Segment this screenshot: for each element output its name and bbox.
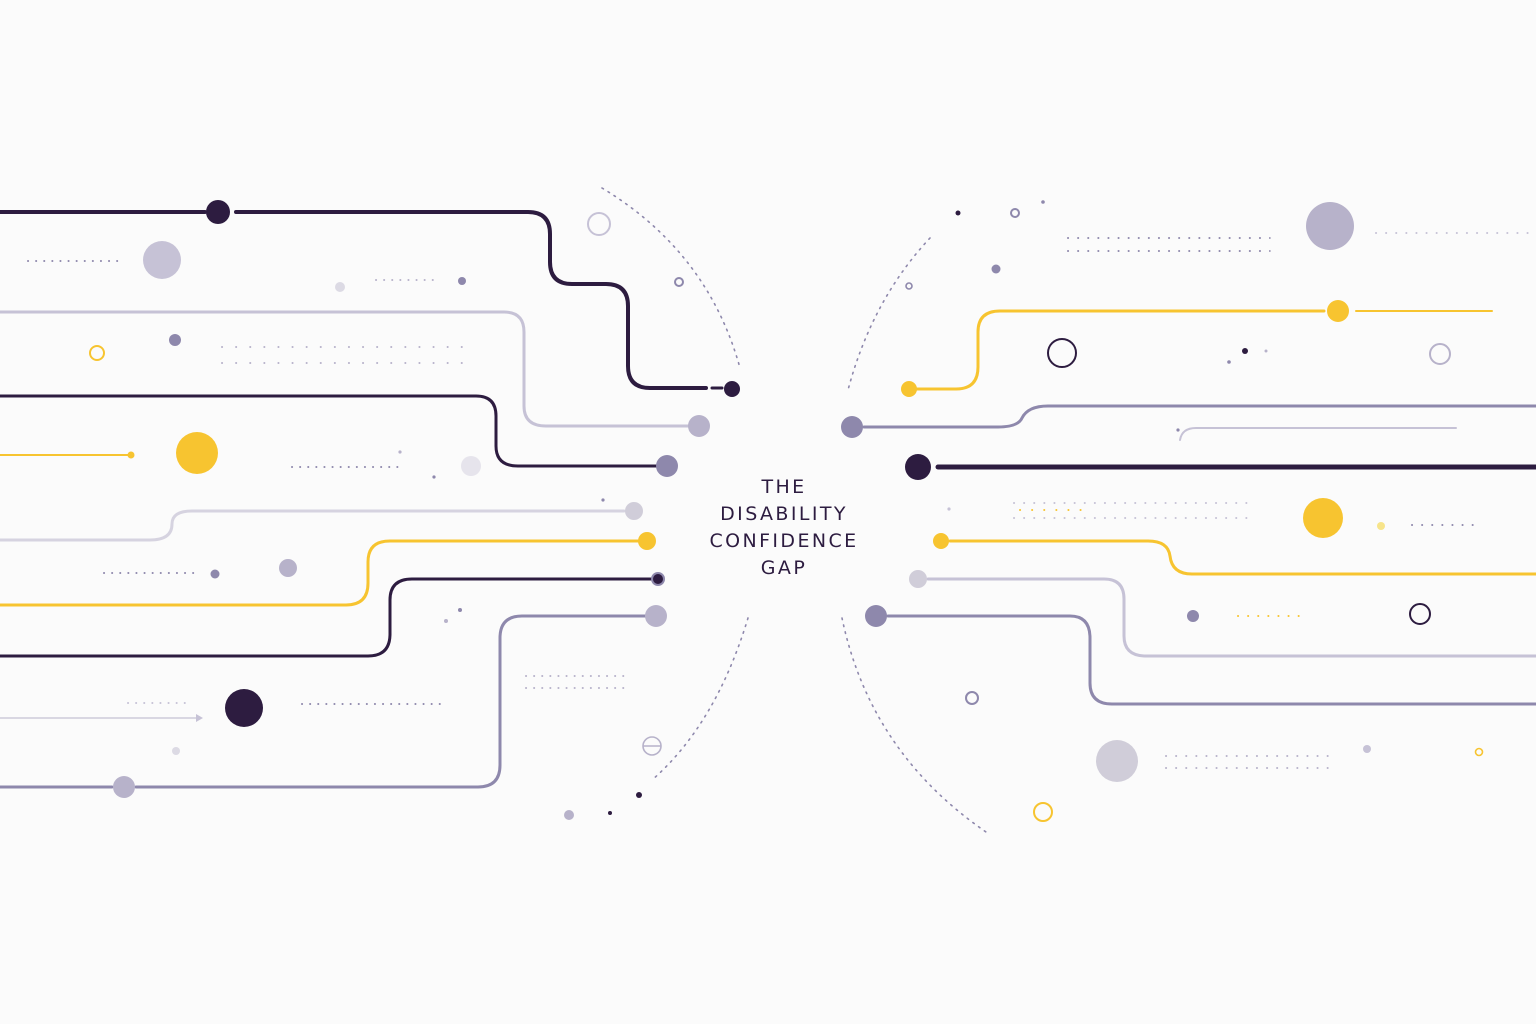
trace-yellow-r1 bbox=[914, 309, 1326, 391]
ring-small bbox=[674, 277, 684, 287]
right-nodes bbox=[841, 200, 1484, 822]
trace-lavender-1 bbox=[0, 310, 690, 428]
arc-top-left bbox=[601, 187, 741, 369]
dot-small-dark bbox=[636, 792, 642, 798]
dot-small-dark bbox=[955, 210, 961, 216]
dot-pale bbox=[335, 282, 345, 292]
node-yellow bbox=[638, 532, 656, 550]
dot-gray-large bbox=[1096, 740, 1138, 782]
node-dark-ring bbox=[651, 572, 665, 586]
dot-lavender-large bbox=[1306, 202, 1354, 250]
dot-lavender bbox=[210, 569, 220, 579]
arc-bottom-right bbox=[841, 617, 987, 833]
left-dot-rows bbox=[27, 260, 627, 705]
dot-tiny bbox=[432, 475, 436, 479]
node-dark bbox=[206, 200, 230, 224]
dot-pale bbox=[172, 747, 180, 755]
dot-dark-large bbox=[225, 689, 263, 727]
dot-small-dark bbox=[608, 811, 612, 815]
ring-lavender bbox=[965, 691, 979, 705]
trace-yellow-1 bbox=[0, 539, 640, 607]
dot-lavender bbox=[279, 559, 297, 577]
trace-lavender-2b bbox=[134, 614, 648, 789]
trace-purple-r2 bbox=[886, 614, 1536, 706]
ring-gray bbox=[587, 212, 611, 236]
arc-top-right bbox=[847, 237, 931, 391]
headline-line-3: CONFIDENCE bbox=[709, 530, 859, 552]
node-purple bbox=[865, 605, 887, 627]
node-purple bbox=[841, 416, 863, 438]
ring-small bbox=[905, 282, 913, 290]
dot-yellow-tip bbox=[127, 451, 135, 459]
dot-pale-large bbox=[461, 456, 481, 476]
trace-dark-1b bbox=[234, 210, 708, 390]
node-yellow bbox=[1327, 300, 1349, 322]
headline-line-1: THE bbox=[761, 476, 807, 498]
ring-lavender bbox=[1429, 343, 1451, 365]
ring-yellow-small bbox=[1474, 747, 1484, 757]
trace-dark-2 bbox=[0, 394, 658, 468]
node-lavender bbox=[688, 415, 710, 437]
dot-lavender-large bbox=[143, 241, 181, 279]
trace-pale-r-thin bbox=[1179, 427, 1457, 441]
dot-lavender bbox=[564, 810, 574, 820]
dot-small bbox=[458, 608, 462, 612]
dot-yellow-large bbox=[176, 432, 218, 474]
ring-yellow bbox=[89, 345, 105, 361]
trace-yellow-r2 bbox=[948, 539, 1536, 576]
dot-tiny bbox=[601, 498, 605, 502]
ring-small bbox=[1010, 208, 1020, 218]
node-lavender bbox=[113, 776, 135, 798]
headline-line-4: GAP bbox=[760, 557, 808, 579]
dot-tiny bbox=[1176, 428, 1180, 432]
dot-tiny bbox=[1041, 200, 1045, 204]
node-lavender bbox=[645, 605, 667, 627]
dot-yellow-large bbox=[1303, 498, 1343, 538]
trace-pale-1 bbox=[0, 509, 626, 542]
trace-pale-r2 bbox=[926, 577, 1536, 658]
dot-small bbox=[444, 619, 448, 623]
dot-tiny bbox=[398, 450, 402, 454]
trace-dark-3 bbox=[0, 577, 654, 658]
trace-purple-r1 bbox=[862, 404, 1536, 429]
node-pale bbox=[909, 570, 927, 588]
ring-dark bbox=[1047, 338, 1077, 368]
dot-lavender bbox=[169, 334, 181, 346]
dot-small-dark bbox=[1242, 348, 1248, 354]
left-traces bbox=[0, 210, 724, 789]
right-dot-rows bbox=[1013, 232, 1531, 769]
headline: THE DISABILITY CONFIDENCE GAP bbox=[668, 474, 900, 582]
right-traces bbox=[862, 309, 1536, 706]
arrowhead-left bbox=[196, 714, 203, 722]
dot-lavender bbox=[1187, 610, 1199, 622]
node-dark bbox=[905, 454, 931, 480]
node-purple bbox=[656, 455, 678, 477]
dot-pale bbox=[1363, 745, 1371, 753]
node-pale bbox=[625, 502, 643, 520]
dotted-arc-frame bbox=[601, 187, 987, 833]
dot-tiny bbox=[947, 507, 951, 511]
ring-yellow bbox=[1033, 802, 1053, 822]
dot-tiny bbox=[1264, 349, 1268, 353]
node-yellow bbox=[901, 381, 917, 397]
dot-lavender bbox=[991, 264, 1001, 274]
left-nodes bbox=[89, 200, 740, 820]
arc-bottom-left bbox=[651, 617, 749, 781]
node-dark-small bbox=[724, 381, 740, 397]
dot-yellow-small bbox=[1377, 522, 1385, 530]
node-yellow bbox=[933, 533, 949, 549]
headline-line-2: DISABILITY bbox=[720, 503, 848, 525]
ring-dark bbox=[1409, 603, 1431, 625]
dot-lavender bbox=[458, 277, 466, 285]
dot-tiny bbox=[1227, 360, 1231, 364]
